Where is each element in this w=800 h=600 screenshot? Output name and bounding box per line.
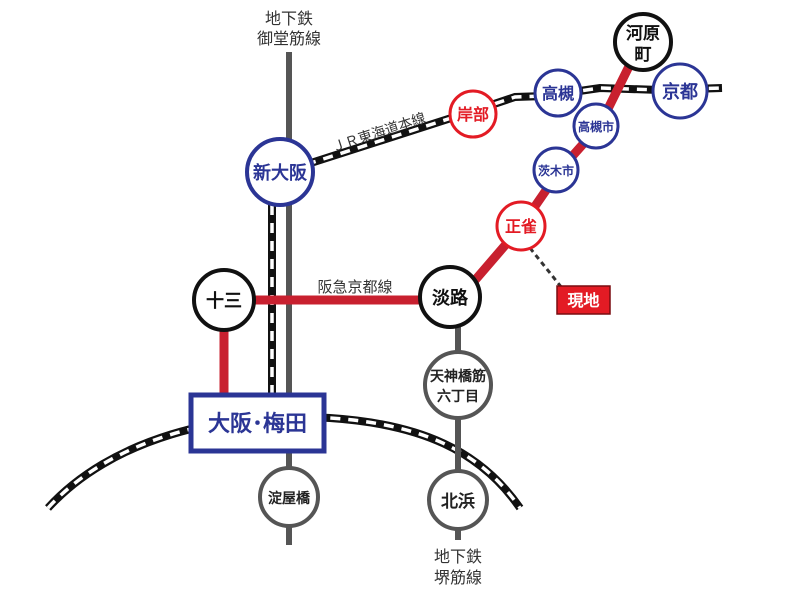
destination-marker[interactable]: 現地 xyxy=(556,285,611,315)
station-takatsukishi[interactable]: 高槻市 xyxy=(572,102,620,150)
station-shojaku-label: 正雀 xyxy=(505,217,537,236)
station-kawaramachi-label-2: 町 xyxy=(635,45,652,65)
station-tenjinbashisuji-label-2: 六丁目 xyxy=(437,388,479,405)
hankyu-kyoto-label: 阪急京都線 xyxy=(317,278,392,296)
sakaisuji-line-label-2: 堺筋線 xyxy=(434,568,482,587)
sakaisuji-line-label-1: 地下鉄 xyxy=(434,547,482,566)
station-tenjinbashisuji-label-1: 天神橋筋 xyxy=(430,368,486,385)
station-ibarakishi-label: 茨木市 xyxy=(538,163,574,178)
station-kishibe[interactable]: 岸部 xyxy=(448,89,498,139)
station-yodoyabashi[interactable]: 淀屋橋 xyxy=(258,466,320,528)
station-juso-label: 十三 xyxy=(206,290,242,312)
station-kawaramachi-label-1: 河原 xyxy=(626,24,660,44)
station-juso[interactable]: 十三 xyxy=(192,268,256,332)
station-ibarakishi[interactable]: 茨木市 xyxy=(532,146,580,194)
destination-connector xyxy=(528,247,564,289)
station-shinosaka[interactable]: 新大阪 xyxy=(245,137,315,207)
station-yodoyabashi-label: 淀屋橋 xyxy=(268,490,311,507)
midosuji-line-label-1: 地下鉄 xyxy=(265,9,313,28)
station-osaka-umeda[interactable]: 大阪･梅田 xyxy=(188,392,327,454)
station-takatsuki-label: 高槻 xyxy=(542,84,574,103)
station-osaka-umeda-label: 大阪･梅田 xyxy=(208,411,307,437)
station-tenjinbashisuji[interactable]: 天神橋筋 六丁目 xyxy=(423,350,493,420)
station-kishibe-label: 岸部 xyxy=(457,105,489,124)
station-takatsuki[interactable]: 高槻 xyxy=(533,68,583,118)
station-shojaku[interactable]: 正雀 xyxy=(495,200,547,252)
station-takatsukishi-label: 高槻市 xyxy=(578,119,614,134)
station-kawaramachi[interactable]: 河原 町 xyxy=(613,12,673,72)
station-shinosaka-label: 新大阪 xyxy=(253,162,308,184)
station-awaji[interactable]: 淡路 xyxy=(418,265,482,329)
osaka-loop-line xyxy=(45,412,524,511)
station-kyoto[interactable]: 京都 xyxy=(651,62,709,120)
station-kitahama[interactable]: 北浜 xyxy=(427,469,489,531)
midosuji-line-label-2: 御堂筋線 xyxy=(257,29,321,48)
station-kyoto-label: 京都 xyxy=(662,81,698,103)
station-kitahama-label: 北浜 xyxy=(441,492,475,512)
destination-label: 現地 xyxy=(567,291,599,310)
station-awaji-label: 淡路 xyxy=(432,287,469,309)
